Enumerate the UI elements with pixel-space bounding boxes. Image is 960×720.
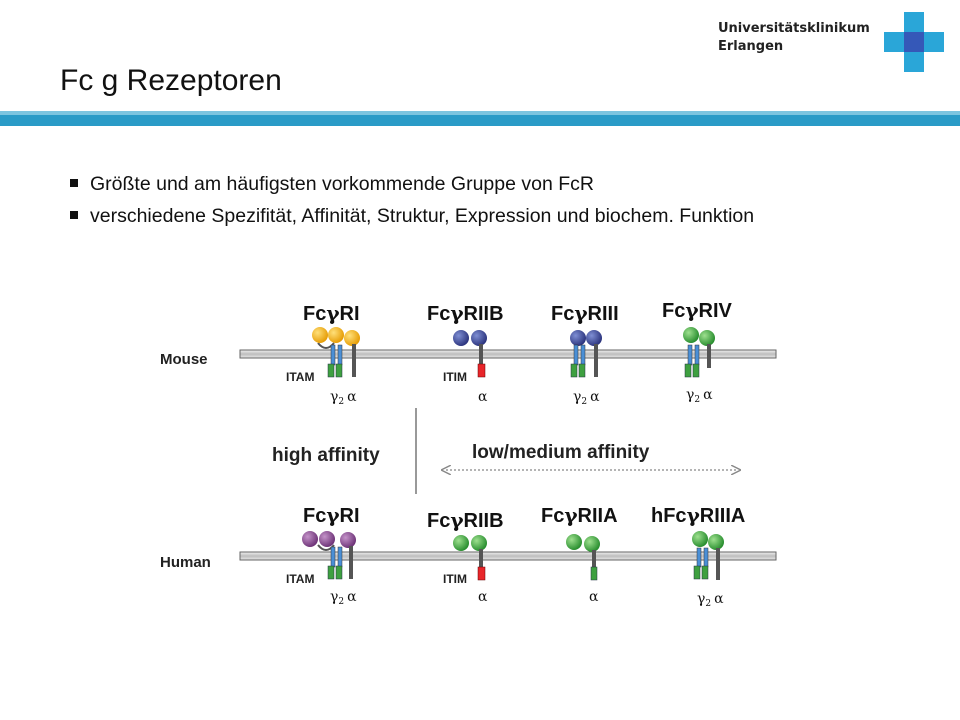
bullet-square-icon xyxy=(70,211,78,219)
header-stripe-highlight xyxy=(0,111,960,115)
high-affinity-label: high affinity xyxy=(272,445,380,466)
institution-line1: Universitätsklinikum xyxy=(718,21,870,36)
mouse-fcgriib-name: FcγRIIB xyxy=(427,301,504,325)
human-fcgri-name: FcγRI xyxy=(303,503,360,527)
bullet-item: Größte und am häufigsten vorkommende Gru… xyxy=(70,172,754,196)
bullet-item: verschiedene Spezifität, Affinität, Stru… xyxy=(70,204,754,228)
human-fcgriib: FcγRIIB ITIM α xyxy=(427,508,504,605)
page-title: Fc g Rezeptoren xyxy=(60,64,282,97)
human-fcgriia: FcγRIIA α xyxy=(541,503,618,605)
human-fcgriia-chain: α xyxy=(589,589,599,605)
human-fcgriia-name: FcγRIIA xyxy=(541,503,618,527)
human-membrane xyxy=(239,551,777,561)
mouse-fcgriv-name: FcγRIV xyxy=(662,298,733,322)
mouse-fcgriib-chain: α xyxy=(478,389,488,405)
human-label: Human xyxy=(160,554,211,571)
human-hfcgriiia-name: hFcγRIIIA xyxy=(651,503,745,527)
mouse-fcgri-name: FcγRI xyxy=(303,301,360,325)
human-fcgriib-chain: α xyxy=(478,589,488,605)
human-fcgriib-name: FcγRIIB xyxy=(427,508,504,532)
mouse-fcgriii-name: FcγRIII xyxy=(551,301,619,325)
institution-line2: Erlangen xyxy=(718,39,784,54)
low-affinity-label: low/medium affinity xyxy=(472,442,650,463)
mouse-membrane xyxy=(239,349,777,359)
mouse-fcgriib: FcγRIIB ITIM α xyxy=(427,301,504,405)
human-itam-label: ITAM xyxy=(286,572,314,586)
mouse-itam-label: ITAM xyxy=(286,370,314,384)
cross-logo-icon xyxy=(884,12,944,72)
bullet-square-icon xyxy=(70,179,78,187)
mouse-itim-label: ITIM xyxy=(443,370,467,384)
mouse-label: Mouse xyxy=(160,351,208,368)
human-itim-label: ITIM xyxy=(443,572,467,586)
institution-name: Universitätsklinikum Erlangen xyxy=(718,20,870,56)
bullet-list: Größte und am häufigsten vorkommende Gru… xyxy=(70,172,754,236)
